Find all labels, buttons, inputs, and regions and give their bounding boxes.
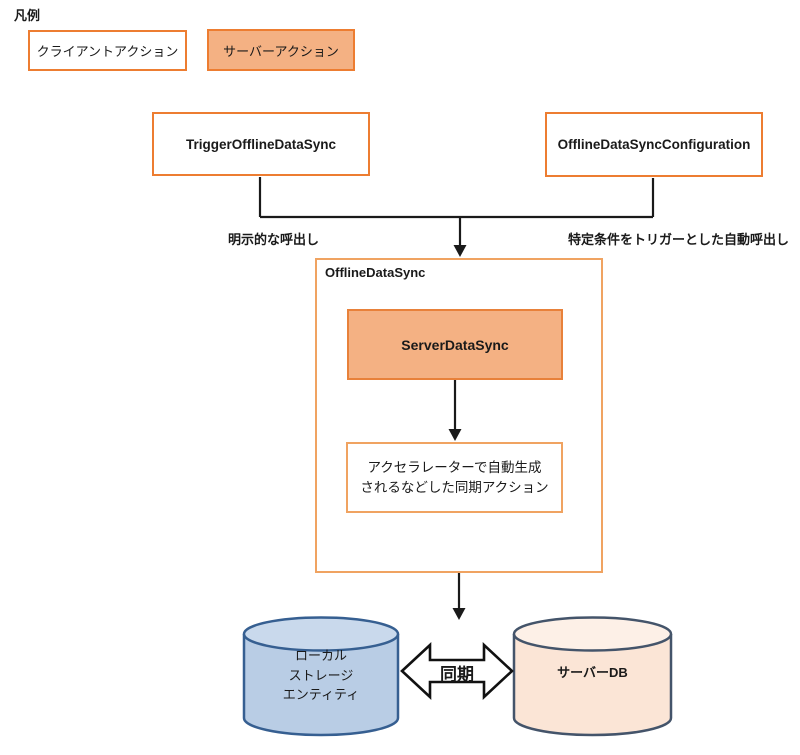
node-server-data-sync: ServerDataSync: [347, 309, 563, 380]
edge-label-triggered-auto-call: 特定条件をトリガーとした自動呼出し: [568, 232, 790, 247]
legend-server-action-box: サーバーアクション: [207, 29, 355, 71]
node-offline-data-sync-container: OfflineDataSync: [315, 258, 603, 573]
edge-label-explicit-call: 明示的な呼出し: [228, 232, 320, 247]
arrowhead-storage: [452, 608, 466, 620]
local-storage-label: ローカル ストレージ エンティティ: [243, 646, 399, 705]
local-storage-cylinder: [242, 616, 400, 737]
legend-client-action-box: クライアントアクション: [28, 30, 187, 71]
node-offline-data-sync-configuration: OfflineDataSyncConfiguration: [545, 112, 763, 177]
generated-sync-action-line2: されるなどした同期アクション: [360, 479, 549, 495]
local-storage-line3: エンティティ: [282, 687, 360, 702]
container-title: OfflineDataSync: [325, 265, 426, 280]
server-db-cylinder: [512, 616, 673, 737]
local-storage-line1: ローカル: [294, 648, 347, 663]
node-generated-sync-action: アクセラレーターで自動生成 されるなどした同期アクション: [346, 442, 563, 513]
sync-double-arrow: [400, 642, 514, 700]
local-storage-line2: ストレージ: [288, 667, 354, 683]
node-trigger-offline-data-sync: TriggerOfflineDataSync: [152, 112, 370, 176]
arrowhead-offline-data-sync: [453, 245, 467, 257]
server-db-label: サーバーDB: [557, 665, 628, 680]
generated-sync-action-line1: アクセラレーターで自動生成: [367, 459, 542, 475]
sync-arrow-label: 同期: [440, 665, 474, 684]
legend-title: 凡例: [14, 8, 41, 23]
